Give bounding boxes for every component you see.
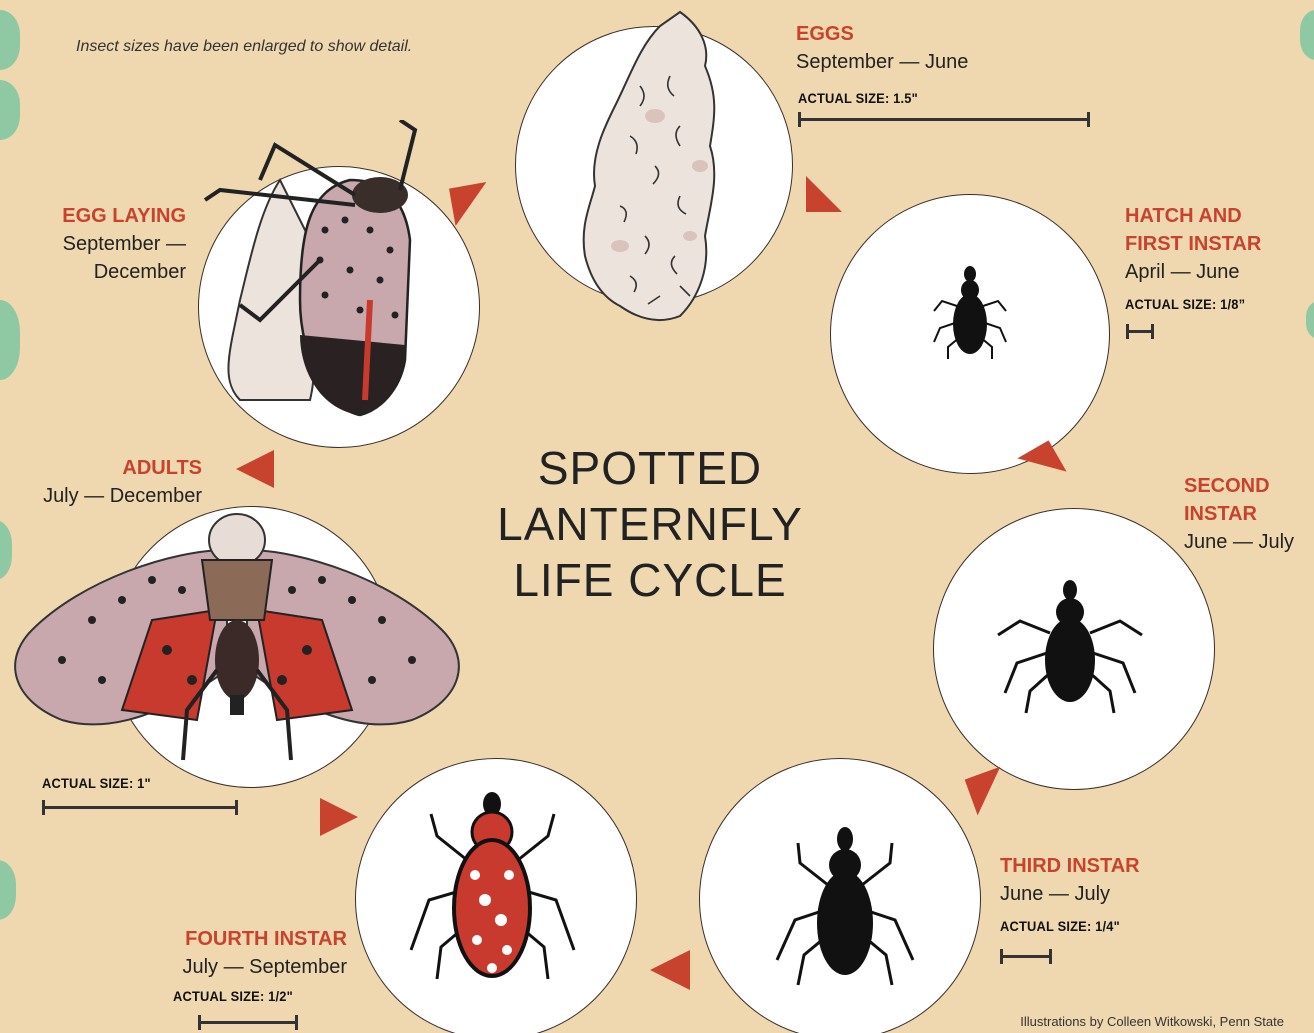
- fourth-dates: July — September: [152, 953, 347, 981]
- third-dates: June — July: [1000, 880, 1140, 908]
- right-edge-blob-1: [1300, 10, 1314, 60]
- third-title: THIRD INSTAR: [1000, 852, 1140, 880]
- left-edge-blob-2: [0, 80, 20, 140]
- first-instar-illustration: [925, 262, 1015, 362]
- second-label: SECOND INSTAR June — July: [1184, 472, 1294, 556]
- right-edge-blob-2: [1306, 300, 1314, 340]
- cycle-arrow-4: [965, 767, 1014, 816]
- cycle-arrow-1: [449, 182, 493, 226]
- third-scale-bar: [1000, 955, 1052, 958]
- egg-laying-dates-2: December: [20, 258, 186, 286]
- eggs-scale-bar: [798, 118, 1090, 121]
- cycle-arrow-5: [650, 950, 690, 990]
- adults-title: ADULTS: [0, 454, 202, 482]
- hatch-label: HATCH AND FIRST INSTAR April — June: [1125, 202, 1261, 286]
- hatch-scale-bar: [1126, 330, 1154, 333]
- adults-size: ACTUAL SIZE: 1": [42, 775, 151, 791]
- title-line-1: SPOTTED: [440, 440, 860, 496]
- second-title-1: SECOND: [1184, 472, 1294, 500]
- page-title: SPOTTED LANTERNFLY LIFE CYCLE: [440, 440, 860, 608]
- title-line-2: LANTERNFLY: [440, 496, 860, 552]
- eggs-dates: September — June: [796, 48, 968, 76]
- left-edge-blob-5: [0, 860, 16, 920]
- egg-mass-illustration: [560, 6, 760, 336]
- fourth-instar-illustration: [405, 790, 580, 985]
- left-edge-blob-1: [0, 10, 20, 70]
- fourth-scale-bar: [198, 1021, 298, 1024]
- hatch-title-2: FIRST INSTAR: [1125, 230, 1261, 258]
- eggs-title: EGGS: [796, 20, 968, 48]
- adults-dates: July — December: [0, 482, 202, 510]
- cycle-arrow-2: [806, 176, 842, 212]
- second-title-2: INSTAR: [1184, 500, 1294, 528]
- third-instar-illustration: [770, 825, 920, 990]
- second-dates: June — July: [1184, 528, 1294, 556]
- hatch-dates: April — June: [1125, 258, 1261, 286]
- second-instar-illustration: [995, 578, 1145, 718]
- egg-laying-dates-1: September —: [20, 230, 186, 258]
- eggs-size: ACTUAL SIZE: 1.5": [798, 90, 918, 106]
- hatch-size: ACTUAL SIZE: 1/8”: [1125, 296, 1245, 312]
- adults-scale-bar: [42, 806, 238, 809]
- fourth-label: FOURTH INSTAR July — September: [152, 925, 347, 981]
- title-line-3: LIFE CYCLE: [440, 552, 860, 608]
- third-label: THIRD INSTAR June — July: [1000, 852, 1140, 908]
- enlargement-note: Insect sizes have been enlarged to show …: [76, 38, 412, 56]
- hatch-title-1: HATCH AND: [1125, 202, 1261, 230]
- egg-laying-label: EGG LAYING September — December: [20, 202, 186, 286]
- adult-illustration: [2, 510, 472, 780]
- cycle-arrow-7: [236, 450, 274, 488]
- fourth-size: ACTUAL SIZE: 1/2": [173, 988, 293, 1004]
- adults-label: ADULTS July — December: [0, 454, 202, 510]
- egg-laying-title: EGG LAYING: [20, 202, 186, 230]
- left-edge-blob-3: [0, 300, 20, 380]
- fourth-title: FOURTH INSTAR: [152, 925, 347, 953]
- cycle-arrow-6: [320, 798, 358, 836]
- third-size: ACTUAL SIZE: 1/4": [1000, 918, 1120, 934]
- egg-laying-illustration: [200, 120, 460, 420]
- illustration-credit: Illustrations by Colleen Witkowski, Penn…: [1020, 1014, 1284, 1029]
- eggs-label: EGGS September — June: [796, 20, 968, 76]
